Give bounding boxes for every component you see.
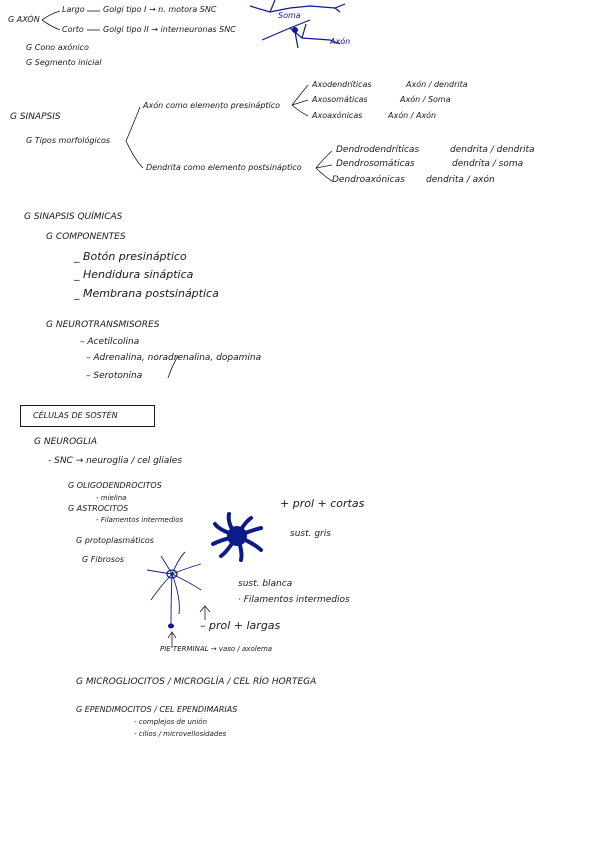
astro-title: G ASTROCITOS bbox=[68, 505, 128, 513]
fibro-note-1: sust. blanca bbox=[238, 580, 292, 589]
segmento-inicial: G Segmento inicial bbox=[26, 59, 101, 67]
neuro-item-1: – Adrenalina, noradrenalina, dopamina bbox=[86, 354, 261, 363]
componentes-title: G COMPONENTES bbox=[46, 233, 126, 242]
micro-title: G MICROGLIOCITOS / MICROGLÍA / CEL RÍO H… bbox=[76, 678, 316, 687]
sosten-box: CÉLULAS DE SOSTÉN bbox=[20, 405, 155, 427]
fibro-note-3: – prol + largas bbox=[200, 620, 280, 631]
comp-item-1: _ Hendidura sináptica bbox=[74, 269, 193, 280]
dend-item-1: Dendrosomáticas bbox=[336, 160, 415, 169]
snc-line: - SNC → neuroglia / cel gliales bbox=[48, 457, 182, 466]
proto-note-1: + prol + cortas bbox=[280, 498, 364, 509]
axon-item-2: Axoaxónicas bbox=[312, 112, 362, 120]
neuro-item-2: – Serotonina bbox=[86, 372, 142, 381]
comp-item-2: _ Membrana postsináptica bbox=[74, 288, 219, 299]
epen-item-1: - cilios / microvellosidades bbox=[134, 731, 226, 738]
astro-sub: - Filamentos intermedios bbox=[96, 517, 183, 524]
axon-drawing-label: Axón bbox=[330, 38, 350, 46]
sosten-title: CÉLULAS DE SOSTÉN bbox=[33, 412, 118, 420]
axon-item-0-rel: Axón / dendrita bbox=[406, 81, 468, 89]
axon-largo: Largo bbox=[62, 6, 85, 14]
neuroglia-title: G NEUROGLIA bbox=[34, 438, 97, 447]
protoplasmic-astrocyte-drawing bbox=[205, 508, 269, 566]
neuron-drawing bbox=[240, 0, 360, 55]
oligo-title: G OLIGODENDROCITOS bbox=[68, 482, 162, 490]
neuro-title: G NEUROTRANSMISORES bbox=[46, 321, 159, 330]
neuro-item-0: – Acetilcolina bbox=[80, 338, 139, 347]
axon-item-1-rel: Axón / Soma bbox=[400, 96, 451, 104]
axon-item-2-rel: Axón / Axón bbox=[388, 112, 436, 120]
axon-item-0: Axodendríticas bbox=[312, 81, 372, 89]
dendrita-postsinaptica: Dendrita como elemento postsináptico bbox=[146, 164, 302, 172]
dend-item-1-rel: dendrita / soma bbox=[452, 160, 523, 169]
proto-note-2: sust. gris bbox=[290, 530, 331, 539]
epen-title: G EPENDIMOCITOS / CEL EPENDIMARIAS bbox=[76, 706, 237, 714]
quimicas-title: G SINAPSIS QUÍMICAS bbox=[24, 213, 122, 222]
axon-largo-result: Golgi tipo I → n. motora SNC bbox=[103, 6, 216, 14]
axon-corto-result: Golgi tipo II → interneuronas SNC bbox=[103, 26, 236, 34]
cono-axonico: G Cono axónico bbox=[26, 44, 89, 52]
soma-label: Soma bbox=[278, 12, 301, 20]
dend-item-2-rel: dendrita / axón bbox=[426, 176, 495, 185]
dend-item-0-rel: dendrita / dendrita bbox=[450, 146, 535, 155]
comp-item-0: _ Botón presináptico bbox=[74, 251, 187, 262]
fibro-title: G Fibrosos bbox=[82, 556, 124, 564]
axon-item-1: Axosomáticas bbox=[312, 96, 368, 104]
sinapsis-title: G SINAPSIS bbox=[10, 113, 61, 122]
tipos-morfologicos: G Tipos morfológicos bbox=[26, 137, 110, 145]
pie-terminal: PIE TERMINAL → vaso / axolema bbox=[160, 646, 272, 653]
axon-corto: Corto bbox=[62, 26, 84, 34]
dend-item-2: Dendroaxónicas bbox=[332, 176, 405, 185]
proto-title: G protoplasmáticos bbox=[76, 537, 154, 545]
dend-item-0: Dendrodendríticas bbox=[336, 146, 419, 155]
fibro-note-2: · Filamentos intermedios bbox=[238, 596, 350, 605]
bullet-icon: G bbox=[8, 15, 14, 24]
epen-item-0: - complejos de unión bbox=[134, 719, 207, 726]
fibrous-astrocyte-drawing bbox=[145, 548, 205, 633]
axon-presinaptico: Axón como elemento presináptico bbox=[143, 102, 280, 110]
axon-title: AXÓN bbox=[17, 15, 40, 24]
oligo-sub: - mielina bbox=[96, 495, 126, 502]
axon-heading: G AXÓN bbox=[8, 16, 40, 24]
